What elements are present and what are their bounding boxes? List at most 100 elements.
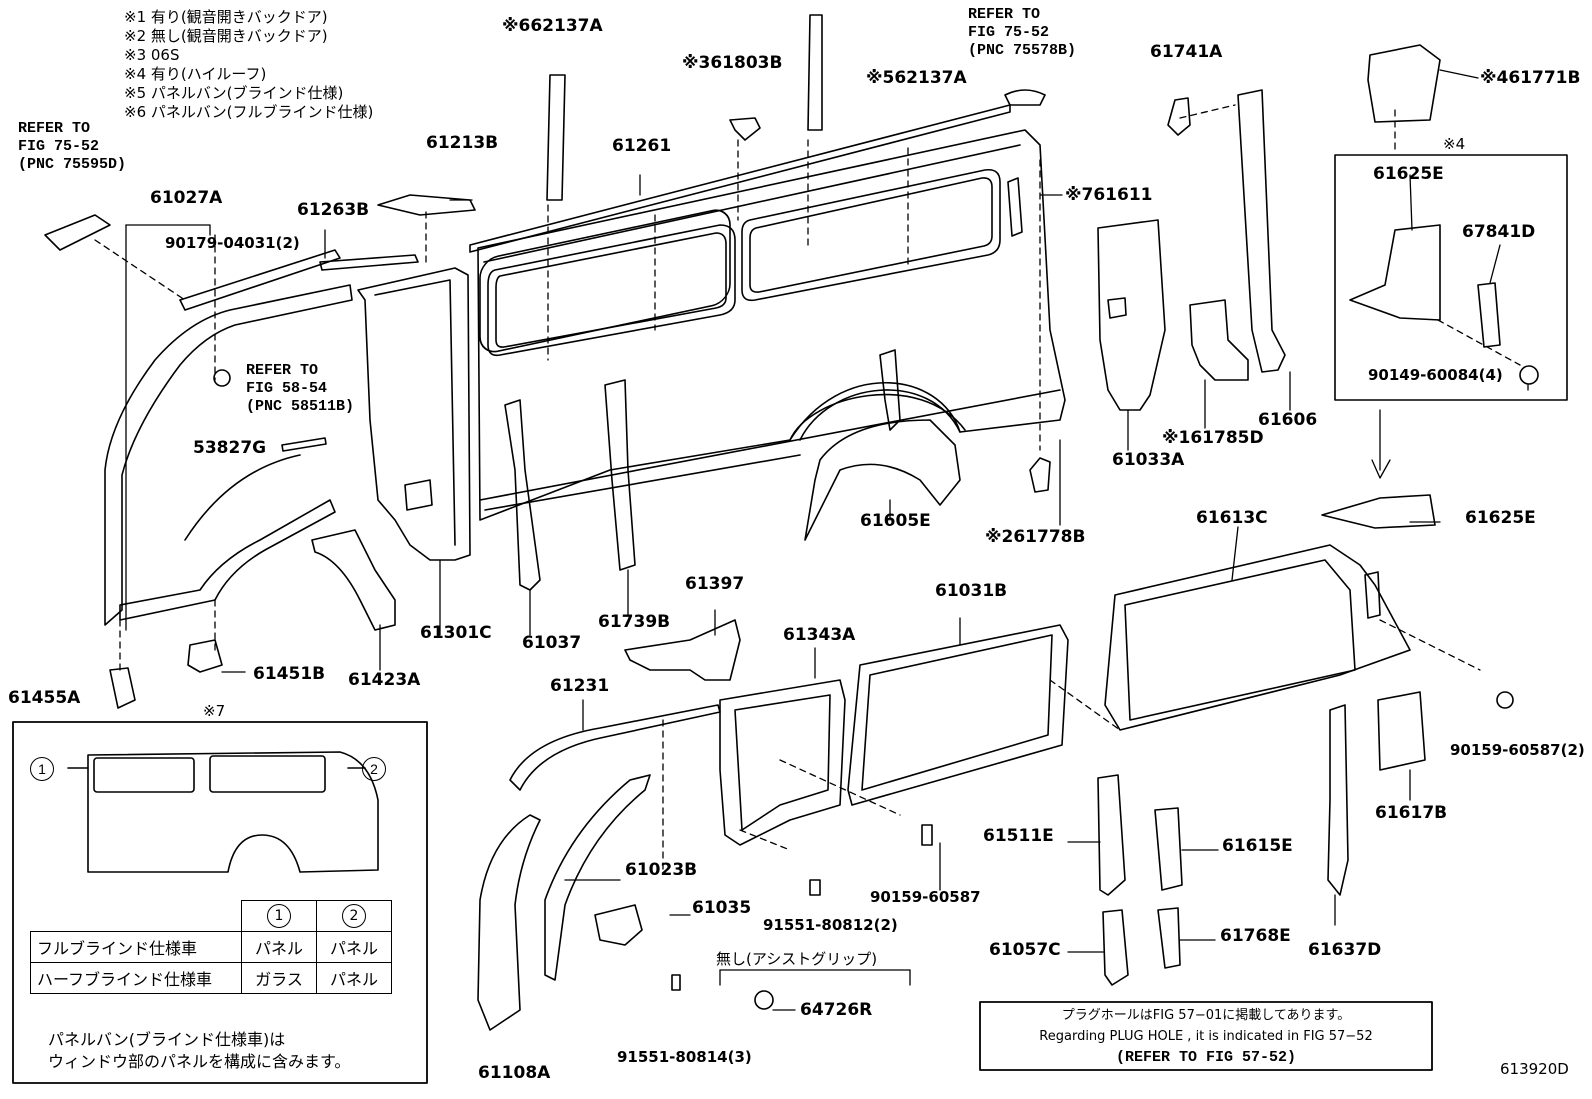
small-parts (44, 14, 1191, 493)
hiroof-parts (1321, 44, 1539, 529)
note-5: ※5 パネルバン(ブラインド仕様) (124, 84, 344, 102)
legend-header-row: 1 2 (31, 900, 392, 932)
plug-note-line-1: プラグホールはFIG 57−01に掲載してあります。 (1061, 1008, 1351, 1023)
part-61625E-a: 61625E (1373, 164, 1444, 184)
note-ref-4: ※4 (1443, 135, 1466, 153)
part-61037: 61037 (522, 633, 582, 653)
part-61785D: ※161785D (1162, 428, 1264, 448)
note-1: ※1 有り(観音開きバックドア) (124, 8, 328, 26)
legend-van-sketch (67, 751, 379, 873)
plug-box-frame (979, 1001, 1433, 1071)
legend-table: 1 2 フルブラインド仕様車 パネル パネル ハーフブラインド仕様車 ガラス パ… (30, 900, 392, 994)
part-61771B: ※461771B (1480, 68, 1581, 88)
legend-col-2: 2 (316, 900, 392, 932)
legend-row-label: フルブラインド仕様車 (30, 931, 242, 963)
part-91551-80814: 91551-80814(3) (617, 1048, 752, 1066)
legend-note-1: パネルバン(ブラインド仕様車)は (48, 1030, 286, 1049)
part-90149-60084: 90149-60084(4) (1368, 366, 1503, 384)
part-61057C: 61057C (989, 940, 1061, 960)
part-61035: 61035 (692, 898, 752, 918)
legend-note-2: ウィンドウ部のパネルを構成に含みます。 (48, 1052, 351, 1071)
note-2: ※2 無し(観音開きバックドア) (124, 27, 328, 45)
note-ref-7: ※7 (203, 702, 226, 720)
part-61778B: ※261778B (985, 527, 1086, 547)
notes-list: ※1 有り(観音開きバックドア) ※2 無し(観音開きバックドア) ※3 06S… (124, 8, 373, 122)
part-90179-04031: 90179-04031(2) (165, 234, 300, 252)
rear-pillars (1097, 89, 1286, 411)
part-61397: 61397 (685, 574, 745, 594)
plug-note-line-3: (REFER TO FIG 57-52) (1115, 1049, 1297, 1066)
panel-61343A (624, 619, 846, 846)
plug-note-line-2: Regarding PLUG HOLE , it is indicated in… (1039, 1029, 1373, 1044)
part-61625E-b: 61625E (1465, 508, 1536, 528)
assist-grip-note: 無し(アシストグリップ) (716, 950, 878, 968)
note-6: ※6 パネルバン(フルブラインド仕様) (124, 103, 374, 121)
part-61605E: 61605E (860, 511, 931, 531)
part-61343A: 61343A (783, 625, 856, 645)
legend-row: フルブラインド仕様車 パネル パネル (30, 931, 392, 963)
figure-number: 613920D (1500, 1060, 1569, 1078)
part-61027A: 61027A (150, 188, 223, 208)
part-61231: 61231 (550, 676, 610, 696)
part-61108A: 61108A (478, 1063, 551, 1083)
part-61768E: 61768E (1220, 926, 1291, 946)
legend-row-value-1: パネル (241, 931, 317, 963)
part-53827G: 53827G (193, 438, 267, 458)
window-marker-2: 2 (362, 757, 386, 781)
col-2-label: 2 (342, 904, 366, 928)
part-61606: 61606 (1258, 410, 1318, 430)
part-61617B: 61617B (1375, 803, 1448, 823)
part-67841D: 67841D (1462, 222, 1536, 242)
marker-2-label: 2 (362, 757, 386, 781)
pillars-61037-61739B (504, 349, 961, 591)
legend-row-value-2: パネル (316, 931, 392, 963)
part-61455A: 61455A (8, 688, 81, 708)
legend-row-label: ハーフブラインド仕様車 (30, 962, 242, 994)
legend-row-value-1: ガラス (241, 962, 317, 994)
marker-1-label: 1 (30, 757, 54, 781)
panel-61613C (1104, 544, 1411, 731)
plug-hole-note: プラグホールはFIG 57−01に掲載してあります。 Regarding PLU… (980, 1005, 1432, 1070)
part-61023B: 61023B (625, 860, 698, 880)
note-4: ※4 有り(ハイルーフ) (124, 65, 267, 83)
legend-header-empty (31, 901, 242, 932)
leader-lines (94, 104, 1521, 871)
part-61423A: 61423A (348, 670, 421, 690)
side-panel-61261 (469, 104, 1066, 521)
legend-col-1: 1 (241, 900, 317, 932)
refer-75595D: REFER TO FIG 75-52 (PNC 75595D) (18, 120, 127, 173)
part-61451B: 61451B (253, 664, 326, 684)
part-61613C: 61613C (1196, 508, 1268, 528)
lower-small-parts (109, 529, 1514, 986)
window-marker-1: 1 (30, 757, 54, 781)
part-61739B: 61739B (598, 612, 671, 632)
legend-row: ハーフブラインド仕様車 ガラス パネル (30, 962, 392, 994)
part-61301C: 61301C (420, 623, 492, 643)
part-61611: ※761611 (1065, 185, 1153, 205)
hiroof-box (1334, 154, 1568, 401)
part-64726R: 64726R (800, 1000, 873, 1020)
refer-75578B: REFER TO FIG 75-52 (PNC 75578B) (968, 6, 1077, 59)
note-3: ※3 06S (124, 46, 180, 64)
refer-58511B: REFER TO FIG 58-54 (PNC 58511B) (246, 362, 355, 415)
part-90159-60587-2: 90159-60587(2) (1450, 741, 1585, 759)
part-61033A: 61033A (1112, 450, 1185, 470)
part-91551-80812: 91551-80812(2) (763, 916, 898, 934)
part-61263B: 61263B (297, 200, 370, 220)
part-61637D: 61637D (1308, 940, 1382, 960)
part-90159-60587: 90159-60587 (870, 888, 981, 906)
part-62137A-6: ※662137A (502, 16, 603, 36)
part-61803B: ※361803B (682, 53, 783, 73)
col-1-label: 1 (267, 904, 291, 928)
part-61615E: 61615E (1222, 836, 1293, 856)
part-61213B: 61213B (426, 133, 499, 153)
part-62137A-5: ※562137A (866, 68, 967, 88)
legend-box (12, 721, 428, 1084)
part-61031B: 61031B (935, 581, 1008, 601)
legend-row-value-2: パネル (316, 962, 392, 994)
part-61511E: 61511E (983, 826, 1054, 846)
pillar-61301C (357, 267, 471, 561)
part-61741A: 61741A (1150, 42, 1223, 62)
